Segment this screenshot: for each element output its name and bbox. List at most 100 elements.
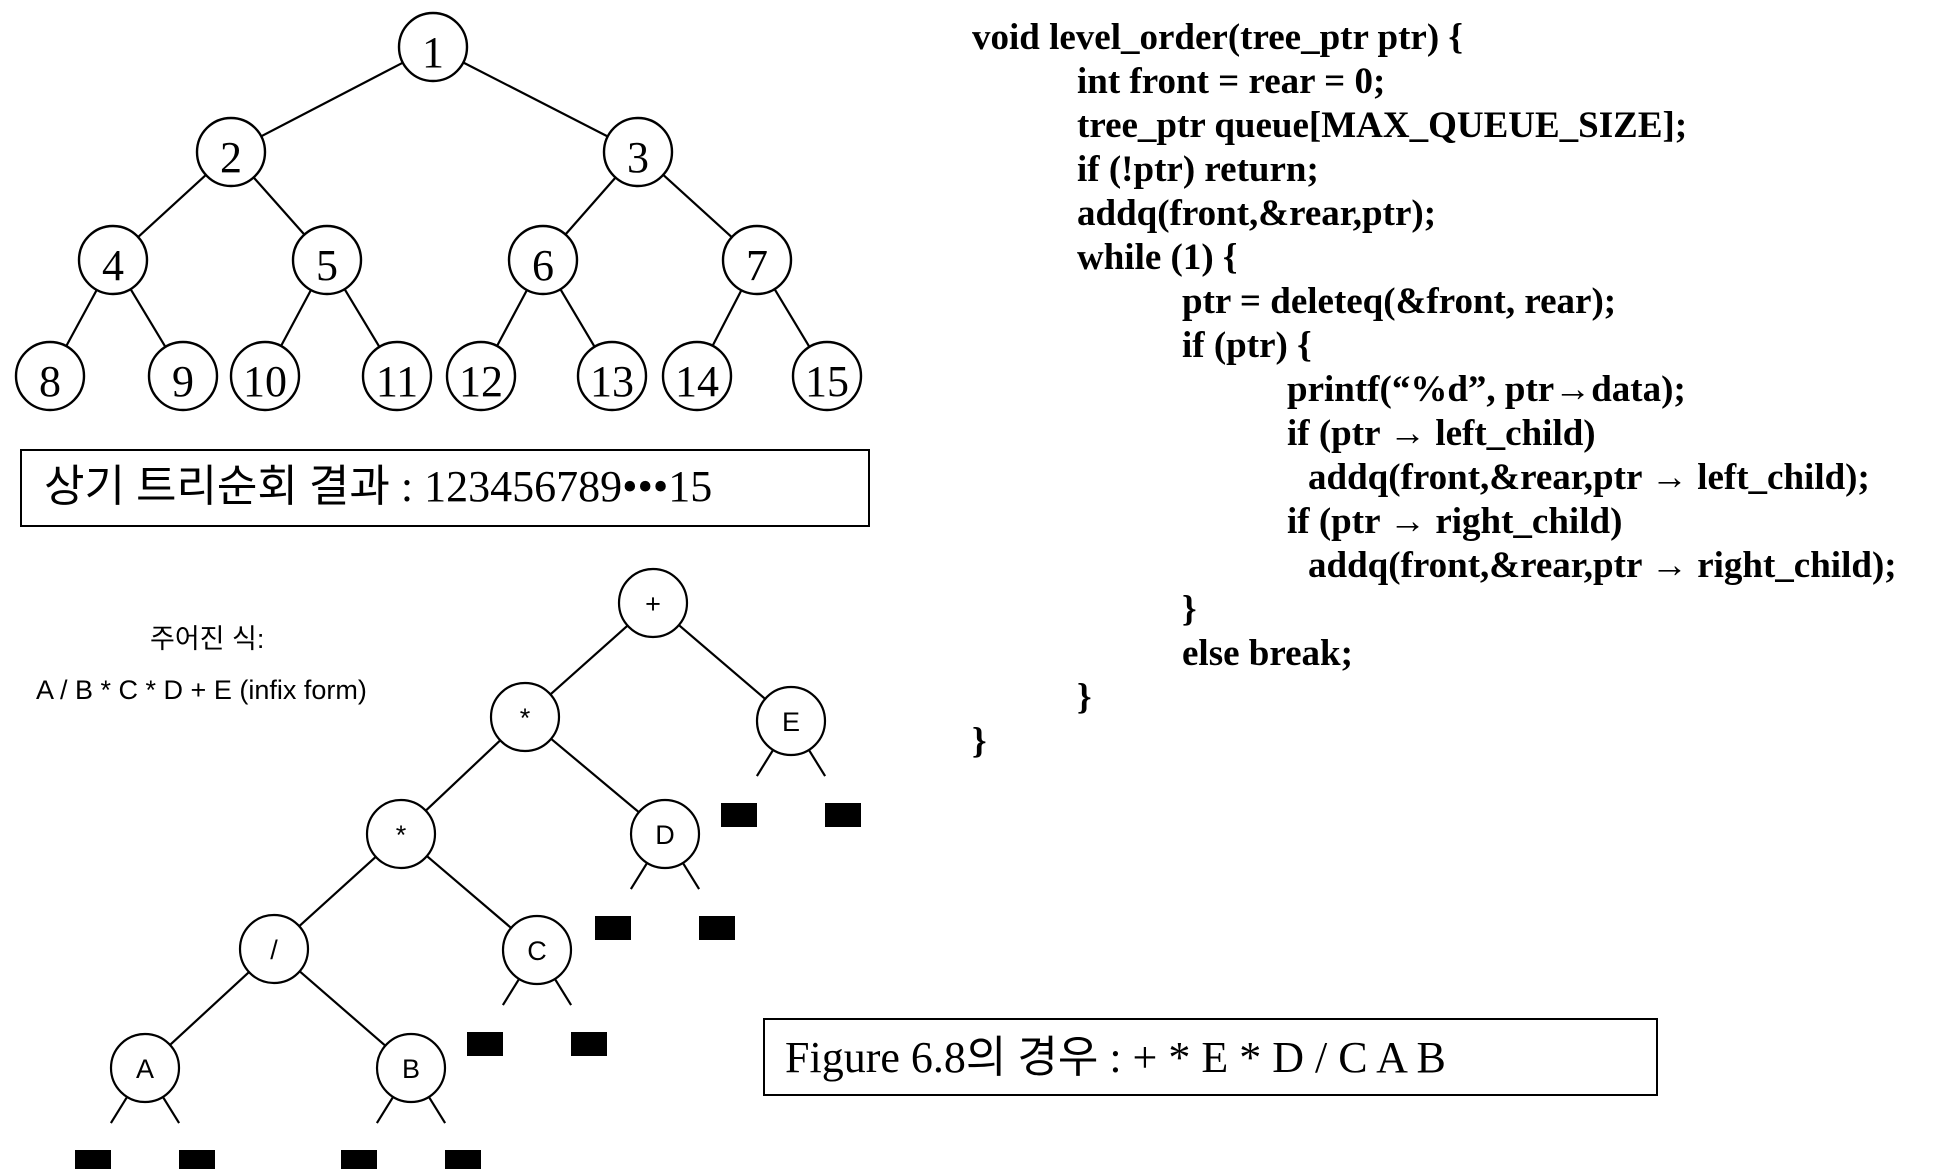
null-leaf <box>341 1150 377 1169</box>
tree-edge <box>496 289 528 347</box>
expression-caption-title: 주어진 식: <box>150 624 265 654</box>
tree-edge <box>549 624 629 696</box>
tree-node-label: 15 <box>805 357 849 406</box>
tree-edge <box>65 289 98 347</box>
tree-edge <box>501 978 521 1006</box>
expr-node-plus: + <box>617 567 689 639</box>
expr-node-E: E <box>755 685 827 757</box>
traversal-result-text: 상기 트리순회 결과 : 123456789•••15 <box>44 462 713 511</box>
null-leaf <box>467 1032 503 1056</box>
tree-edge <box>755 749 775 777</box>
tree-edge <box>252 176 306 236</box>
tree-node-14: 14 <box>661 340 733 412</box>
tree-node-label: 7 <box>746 241 768 290</box>
null-leaf <box>595 916 631 940</box>
code-line: tree_ptr queue[MAX_QUEUE_SIZE]; <box>1077 105 1688 146</box>
traversal-result-box: 상기 트리순회 결과 : 123456789•••15 <box>20 449 870 527</box>
tree-node-label: 14 <box>675 357 719 406</box>
tree-node-12: 12 <box>445 340 517 412</box>
tree-edge <box>129 288 167 348</box>
tree-edge <box>161 1096 181 1124</box>
expr-node-A: A <box>109 1032 181 1104</box>
tree-node-15: 15 <box>791 340 863 412</box>
code-line: if (!ptr) return; <box>1077 149 1319 190</box>
tree-node-11: 11 <box>361 340 433 412</box>
expr-node-div: / <box>238 913 310 985</box>
expr-node-label: / <box>270 935 278 965</box>
tree-node-label: 4 <box>102 241 124 290</box>
null-leaf <box>825 803 861 827</box>
tree-edge <box>559 288 596 348</box>
tree-node-13: 13 <box>576 340 648 412</box>
tree-node-8: 8 <box>14 340 86 412</box>
expr-node-label: C <box>527 936 547 966</box>
tree-edge <box>807 749 827 777</box>
level-order-code: void level_order(tree_ptr ptr) {int fron… <box>972 16 1897 764</box>
tree-edge <box>280 289 312 347</box>
tree-edge <box>137 174 207 238</box>
expr-node-label: D <box>655 820 675 850</box>
tree-node-2: 2 <box>195 116 267 188</box>
tree-node-4: 4 <box>77 224 149 296</box>
tree-edge <box>298 970 387 1047</box>
tree-node-10: 10 <box>229 340 301 412</box>
code-line: printf(“%d”, ptr→data); <box>1287 369 1686 410</box>
code-line: else break; <box>1182 633 1353 674</box>
tree-edge <box>550 737 640 814</box>
tree-edge <box>169 971 250 1046</box>
expr-node-label: A <box>136 1054 154 1084</box>
code-line: if (ptr → right_child) <box>1287 501 1623 542</box>
figure-result-box: Figure 6.8의 경우 : + * E * D / C A B <box>763 1018 1658 1096</box>
tree-node-3: 3 <box>602 116 674 188</box>
tree-edge <box>553 978 573 1006</box>
null-leaf <box>721 803 757 827</box>
code-line: addq(front,&rear,ptr → right_child); <box>1308 545 1897 586</box>
null-leaf <box>445 1150 481 1169</box>
tree-edge <box>711 289 743 347</box>
code-line: void level_order(tree_ptr ptr) { <box>972 17 1463 58</box>
tree-node-label: 5 <box>316 241 338 290</box>
code-line: if (ptr → left_child) <box>1287 413 1596 454</box>
expr-node-label: E <box>782 707 800 737</box>
tree-node-label: 11 <box>376 357 418 406</box>
tree-edge <box>427 1096 447 1124</box>
code-line: } <box>1077 677 1092 718</box>
expr-node-label: * <box>520 703 531 733</box>
tree-edge <box>298 856 377 927</box>
tree-edge <box>260 61 404 138</box>
tree-node-1: 1 <box>397 11 469 83</box>
tree-edge <box>109 1096 129 1124</box>
tree-node-6: 6 <box>507 224 579 296</box>
expr-node-label: + <box>645 589 661 619</box>
tree-node-label: 13 <box>590 357 634 406</box>
null-leaf <box>75 1150 111 1169</box>
tree-node-label: 8 <box>39 357 61 406</box>
null-leaf <box>179 1150 215 1169</box>
expr-node-D: D <box>629 798 701 870</box>
expr-node-label: B <box>402 1054 420 1084</box>
tree-node-5: 5 <box>291 224 363 296</box>
tree-edge <box>681 862 701 890</box>
expr-node-B: B <box>375 1032 447 1104</box>
expr-node-label: * <box>396 820 407 850</box>
expr-node-C: C <box>501 914 573 986</box>
tree-node-label: 3 <box>627 133 649 182</box>
tree-edge <box>564 176 617 236</box>
code-line: } <box>972 721 987 762</box>
figure-result-text: Figure 6.8의 경우 : + * E * D / C A B <box>785 1033 1446 1082</box>
code-line: ptr = deleteq(&front, rear); <box>1182 281 1617 322</box>
tree-node-label: 10 <box>243 357 287 406</box>
tree-node-9: 9 <box>147 340 219 412</box>
null-leaf <box>699 916 735 940</box>
code-line: int front = rear = 0; <box>1077 61 1386 102</box>
tree-node-label: 12 <box>459 357 503 406</box>
null-leaf <box>571 1032 607 1056</box>
tree-edge <box>424 739 502 812</box>
tree-edge <box>375 1096 395 1124</box>
tree-node-label: 9 <box>172 357 194 406</box>
tree-edge <box>343 288 381 348</box>
expr-node-mul2: * <box>365 798 437 870</box>
